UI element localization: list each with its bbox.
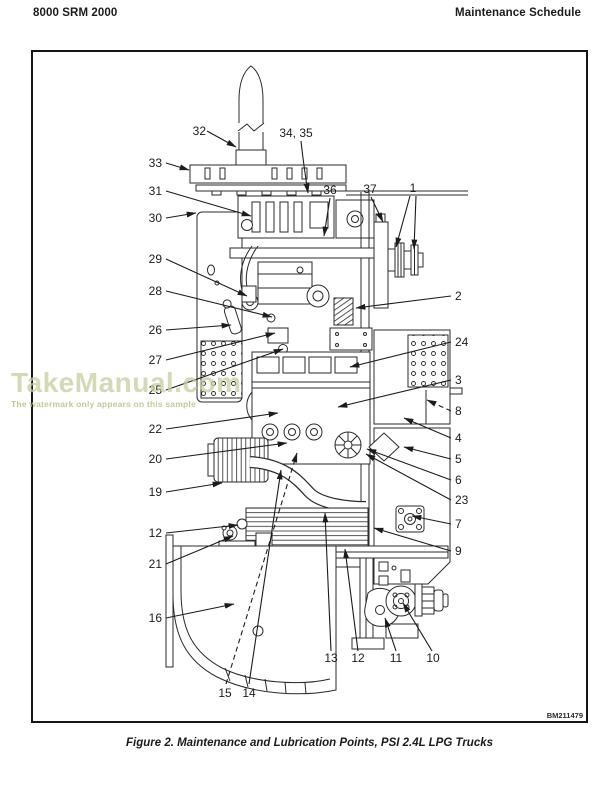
callout-37: 37	[363, 182, 377, 196]
callout-11: 11	[390, 651, 403, 665]
callout-12-left: 12	[149, 526, 163, 540]
callout-4: 4	[455, 431, 462, 445]
callout-1: 1	[410, 181, 417, 195]
callout-33: 33	[149, 156, 163, 170]
callout-28: 28	[149, 284, 163, 298]
callout-21: 21	[149, 557, 163, 571]
callout-7: 7	[455, 517, 462, 531]
callout-19: 19	[149, 485, 163, 499]
header-section-title: Maintenance Schedule	[455, 7, 581, 19]
callout-15: 15	[218, 686, 232, 700]
callout-23: 23	[455, 493, 469, 507]
callout-12-bottom: 12	[351, 651, 365, 665]
callout-3: 3	[455, 373, 462, 387]
header-document-number: 8000 SRM 2000	[33, 7, 118, 19]
figure-reference-code: BM211479	[546, 711, 583, 720]
callout-9: 9	[455, 544, 462, 558]
callout-26: 26	[149, 323, 163, 337]
callout-22: 22	[149, 422, 163, 436]
callout-2: 2	[455, 289, 462, 303]
callout-31: 31	[149, 184, 163, 198]
callout-13: 13	[324, 651, 338, 665]
callout-32: 32	[193, 124, 207, 138]
figure-frame	[31, 50, 588, 723]
callout-30: 30	[149, 211, 163, 225]
callout-labels: 32 33 31 30 29 28 26 27 25 22 20 19 12 2…	[149, 124, 469, 700]
callout-27: 27	[149, 353, 163, 367]
callout-24: 24	[455, 335, 469, 349]
callout-10: 10	[426, 651, 440, 665]
callout-25: 25	[149, 383, 163, 397]
callout-34-35: 34, 35	[279, 126, 313, 140]
callout-36: 36	[323, 183, 337, 197]
callout-20: 20	[149, 452, 163, 466]
callout-16: 16	[149, 611, 163, 625]
callout-8: 8	[455, 404, 462, 418]
engine-drawing	[165, 65, 468, 695]
callout-14: 14	[242, 686, 256, 700]
callout-6: 6	[455, 473, 462, 487]
callout-leaders	[165, 130, 452, 685]
callout-29: 29	[149, 252, 163, 266]
callout-5: 5	[455, 452, 462, 466]
figure-caption: Figure 2. Maintenance and Lubrication Po…	[125, 737, 494, 749]
